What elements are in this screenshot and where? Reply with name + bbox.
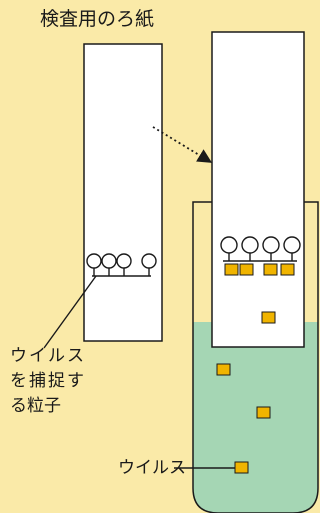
capture-leader-line (43, 275, 97, 349)
virus-particle (256, 406, 271, 419)
virus-particle (239, 263, 254, 276)
capture-particles-left (86, 253, 157, 277)
test-paper-label: 検査用のろ紙 (40, 8, 155, 30)
tube-liquid (193, 322, 318, 513)
capture-particle-label-line1: ウイルス (10, 346, 86, 366)
virus-particle (234, 461, 249, 474)
capture-particle-label-line3: る粒子 (10, 396, 61, 416)
virus-label: ウイルス (118, 458, 186, 478)
capture-particle-label-line2: を捕捉す (10, 371, 86, 391)
test-tube (192, 201, 319, 513)
captured-viruses (224, 263, 295, 324)
tube-outline (192, 201, 319, 513)
paper-strip-left (83, 43, 163, 342)
virus-particle (263, 263, 278, 276)
virus-particle (280, 263, 295, 276)
virus-particle (216, 363, 231, 376)
capture-particles-right (220, 236, 301, 262)
insert-arrow (152, 126, 213, 163)
virus-particle (224, 263, 239, 276)
virus-particle (261, 311, 276, 324)
paper-strip-right (211, 31, 305, 348)
